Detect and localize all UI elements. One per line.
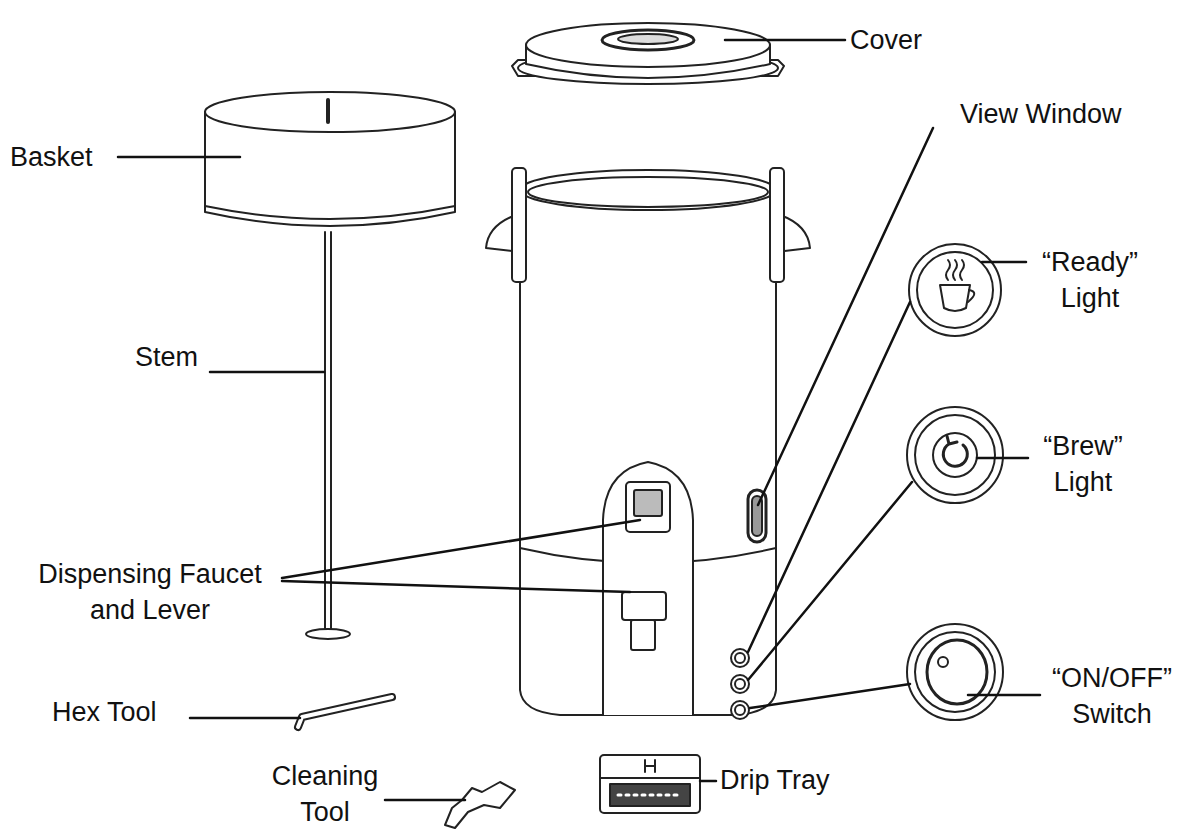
switch-inset — [907, 624, 1003, 720]
drip-tray-holes — [618, 794, 682, 797]
inset-ring-inner — [915, 415, 995, 495]
leader-line — [758, 128, 933, 505]
inset-ring — [907, 407, 1003, 503]
leader-line — [748, 482, 912, 680]
leader-line — [282, 581, 630, 592]
inset-ring-inner — [915, 632, 995, 712]
leader-line — [968, 694, 1040, 697]
part-label: Drip Tray — [720, 762, 830, 798]
urn-handle-clip — [770, 168, 784, 282]
cleaning-tool — [445, 782, 515, 828]
inset-ring — [909, 244, 1001, 336]
part-label: Stem — [135, 339, 198, 375]
leader-line — [282, 520, 640, 578]
part-label: Cleaning Tool — [260, 758, 390, 830]
urn-rim — [520, 170, 776, 210]
part-label: “ON/OFF” Switch — [1042, 660, 1181, 732]
part-label: Cover — [850, 22, 922, 58]
hex-tool — [298, 697, 392, 727]
inset-ring — [907, 624, 1003, 720]
ready-button — [731, 649, 749, 667]
part-label: Basket — [10, 139, 93, 175]
leader-line — [750, 684, 910, 708]
basket-band — [205, 206, 455, 219]
leader-line — [118, 156, 240, 159]
leader-line — [210, 371, 324, 374]
urn-body-drawing — [486, 168, 810, 719]
inset-ring-inner — [917, 252, 993, 328]
basket-pin — [326, 100, 330, 122]
ready-button-inner — [735, 653, 745, 663]
leader-line — [977, 457, 1028, 460]
brew-button-inner — [735, 679, 745, 689]
faucet-nozzle — [631, 620, 655, 650]
urn-body — [520, 190, 776, 715]
basket-rim — [205, 92, 455, 132]
leader-line — [385, 799, 465, 802]
cover-knob-inner — [618, 34, 678, 44]
part-label: Hex Tool — [52, 694, 157, 730]
part-label: View Window — [960, 96, 1122, 132]
cover-drawing — [512, 23, 784, 84]
switch-button-inner — [735, 705, 745, 715]
basket-drawing — [205, 92, 455, 226]
leader-line — [982, 261, 1026, 264]
drip-tray-grate — [610, 784, 690, 806]
stem-base — [306, 629, 350, 639]
faucet-body — [622, 592, 666, 620]
drip-tray — [600, 755, 700, 813]
ready-inset — [909, 244, 1001, 336]
part-label: Dispensing Faucet and Lever — [25, 556, 275, 628]
urn-rim-inner — [528, 177, 768, 207]
part-label: “Ready” Light — [1030, 244, 1150, 316]
view-window — [748, 490, 766, 542]
part-label: “Brew” Light — [1028, 428, 1138, 500]
leader-line — [748, 302, 910, 652]
brew-arrow-icon — [943, 436, 967, 466]
hex-tool-fill — [298, 697, 392, 727]
drip-tray-edge — [600, 777, 700, 779]
steam-icon — [946, 260, 964, 280]
leader-line — [725, 39, 845, 42]
brew-button — [731, 675, 749, 693]
leader-line — [700, 780, 716, 783]
leader-line — [190, 717, 300, 720]
urn-handle-clip — [512, 168, 526, 282]
drip-tray-mark — [645, 760, 655, 772]
faucet-housing — [603, 462, 693, 715]
brew-icon-ring — [933, 433, 977, 477]
cup-icon — [940, 285, 970, 311]
switch-button — [731, 701, 749, 719]
brew-inset — [907, 407, 1003, 503]
cup-handle — [968, 290, 974, 302]
faucet-lever — [626, 482, 670, 532]
leader-lines — [118, 40, 1040, 800]
faucet-lever-grip — [634, 490, 662, 516]
cover-knob — [602, 30, 694, 50]
rocker-dot — [938, 657, 948, 667]
stem-drawing — [306, 232, 350, 639]
cover-top — [526, 23, 770, 67]
stem-line — [330, 232, 332, 632]
